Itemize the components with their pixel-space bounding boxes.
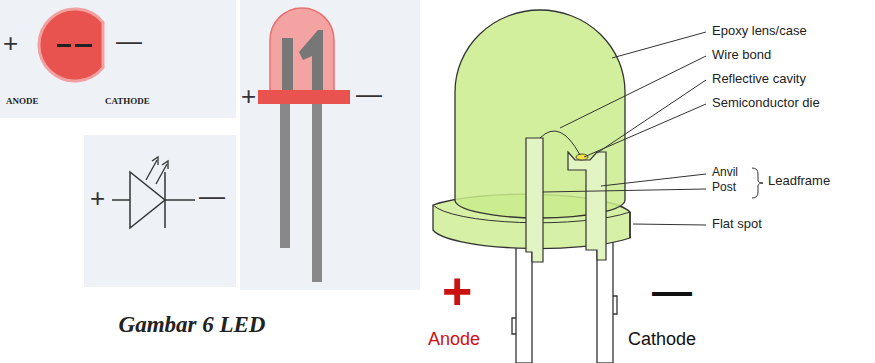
part-label: Semiconductor die bbox=[712, 96, 820, 111]
post bbox=[282, 38, 293, 95]
leader-line bbox=[543, 189, 706, 192]
lead bbox=[280, 100, 290, 248]
leader-line bbox=[633, 224, 706, 225]
polarity-sign: — bbox=[116, 27, 142, 57]
symbol-wire bbox=[165, 199, 195, 201]
figure-caption: Gambar 6 LED bbox=[119, 312, 266, 338]
symbol-wire bbox=[112, 199, 130, 201]
polarity-sign: + bbox=[241, 82, 256, 112]
flat-spot bbox=[629, 212, 631, 238]
leader-line bbox=[601, 174, 706, 186]
lead bbox=[312, 100, 322, 282]
leader-line bbox=[584, 104, 706, 157]
light-arrow bbox=[152, 157, 158, 165]
polarity-sign: — bbox=[652, 268, 692, 314]
anvil bbox=[568, 152, 606, 260]
polarity-dash bbox=[57, 44, 71, 47]
led-dome bbox=[270, 8, 334, 95]
lead-kink bbox=[512, 318, 516, 334]
light-arrow bbox=[162, 161, 168, 169]
led-top-view bbox=[39, 9, 103, 81]
polarity-sign: + bbox=[3, 29, 18, 59]
leader-line bbox=[560, 56, 706, 128]
anvil bbox=[299, 30, 323, 95]
diode-symbol bbox=[130, 172, 165, 228]
polarity-sign: — bbox=[356, 80, 382, 110]
panel bbox=[0, 0, 236, 118]
part-label: Post bbox=[712, 181, 736, 195]
polarity-sign: + bbox=[442, 262, 472, 322]
part-label: Flat spot bbox=[712, 217, 762, 232]
lead bbox=[516, 238, 532, 363]
terminal-name: Anode bbox=[428, 329, 480, 350]
part-label: Reflective cavity bbox=[712, 72, 806, 87]
terminal-name: Cathode bbox=[628, 329, 696, 350]
semiconductor-die bbox=[576, 154, 588, 160]
light-arrow bbox=[156, 164, 167, 184]
polarity-sign: + bbox=[90, 184, 105, 214]
polarity-sign: — bbox=[199, 182, 225, 212]
panel bbox=[240, 0, 420, 290]
part-label: Epoxy lens/case bbox=[712, 24, 807, 39]
bracket bbox=[752, 168, 763, 198]
polarity-dash bbox=[75, 44, 92, 47]
flange bbox=[258, 90, 350, 104]
green-led bbox=[433, 10, 630, 363]
post bbox=[526, 138, 543, 262]
panel bbox=[84, 135, 236, 287]
leader-line bbox=[597, 80, 706, 153]
light-arrow bbox=[146, 160, 157, 180]
wire-bond bbox=[540, 131, 580, 155]
part-label: Leadframe bbox=[768, 174, 830, 189]
leader-line bbox=[612, 32, 706, 58]
lead-kink bbox=[613, 296, 617, 314]
terminal-name: ANODE bbox=[6, 96, 39, 106]
part-label: Anvil bbox=[712, 166, 738, 180]
terminal-name: CATHODE bbox=[105, 96, 150, 106]
part-label: Wire bond bbox=[712, 48, 771, 63]
